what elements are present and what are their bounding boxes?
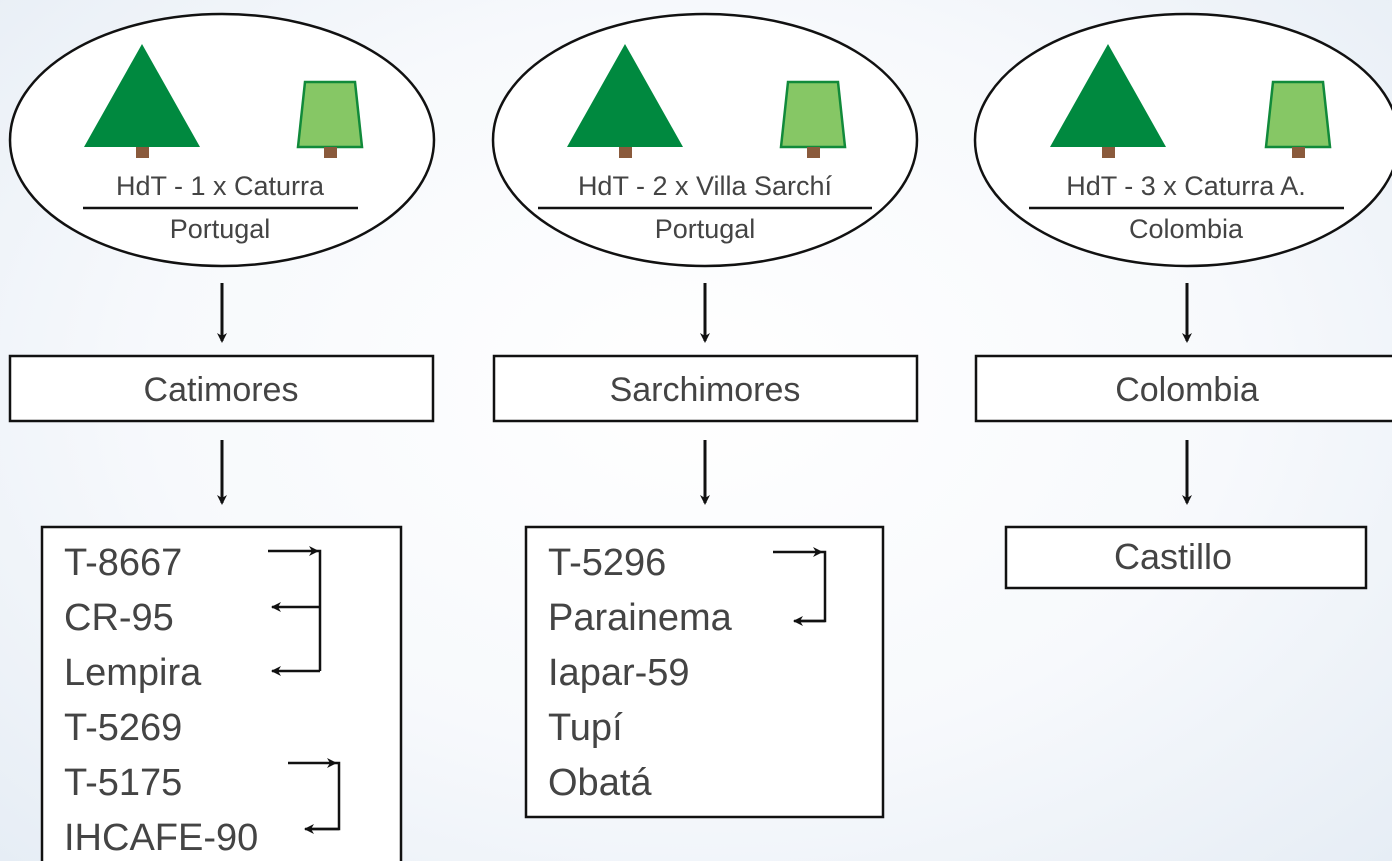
variety-item: T-5269 [64,707,182,749]
variety-item: Lempira [64,652,202,694]
variety-item: T-5175 [64,762,182,804]
group-box [974,354,1392,423]
parent-cross-ellipse [491,12,919,268]
column-catimores: HdT - 1 x Caturra Portugal Catimores T-8… [8,12,436,861]
derivation-bracket [773,547,827,626]
column-colombia: HdT - 3 x Caturra A. Colombia Colombia C… [973,12,1392,590]
varieties-box [40,525,403,861]
group-box [8,354,435,423]
variety-item: Iapar-59 [548,652,690,694]
variety-item: T-8667 [64,542,182,584]
trapezoid-tree-icon [296,80,364,158]
variety-item: T-5296 [548,542,666,584]
trapezoid-tree-icon [779,80,847,158]
parent-cross-ellipse [8,12,436,268]
varieties-box [1004,525,1368,590]
origin-label: Portugal [170,214,271,244]
group-box [492,354,919,423]
group-label: Sarchimores [610,371,801,409]
variety-item: CR-95 [64,597,174,639]
group-label: Colombia [1115,371,1259,409]
origin-label: Portugal [655,214,756,244]
origin-label: Colombia [1129,214,1244,244]
conifer-tree-icon [1050,44,1166,158]
derivation-bracket [288,758,341,834]
variety-item: Castillo [1114,536,1232,577]
variety-item: Tupí [548,707,623,749]
conifer-tree-icon [84,44,200,158]
variety-item: IHCAFE-90 [64,817,258,859]
parent-cross-ellipse [973,12,1392,268]
conifer-tree-icon [567,44,683,158]
cross-label: HdT - 3 x Caturra A. [1066,171,1306,201]
trapezoid-tree-icon [1264,80,1332,158]
cross-label: HdT - 2 x Villa Sarchí [578,171,833,201]
variety-item: Obatá [548,762,652,804]
varieties-box [524,525,885,819]
cross-label: HdT - 1 x Caturra [116,171,325,201]
column-sarchimores: HdT - 2 x Villa Sarchí Portugal Sarchimo… [491,12,919,819]
group-label: Catimores [144,371,299,409]
derivation-bracket [268,546,322,676]
variety-item: Parainema [548,597,733,639]
